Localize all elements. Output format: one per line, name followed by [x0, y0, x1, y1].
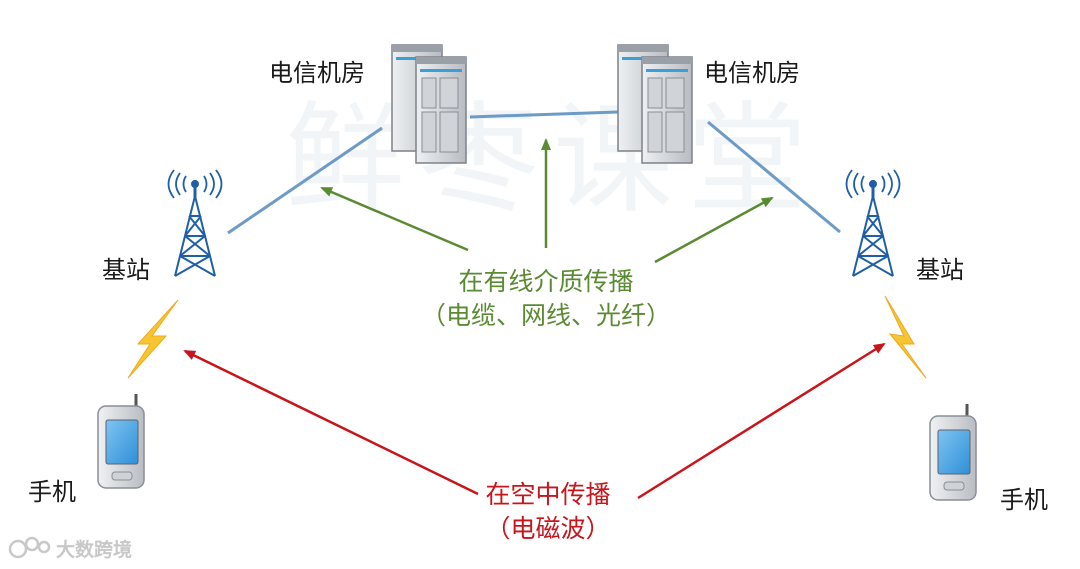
datacenter-left-label: 电信机房 — [269, 59, 365, 87]
lightning-left-icon — [127, 299, 179, 379]
logo-text: 大数跨境 — [56, 538, 133, 561]
wired-caption-line1: 在有线介质传播 — [458, 267, 634, 296]
phone-right-icon — [929, 404, 977, 501]
wired-caption-line2: （电缆、网线、光纤） — [420, 301, 671, 330]
phone-left-label: 手机 — [28, 478, 76, 506]
logo-mark-icon — [8, 536, 51, 559]
base-station-right-label: 基站 — [916, 256, 964, 284]
wired-arrows — [320, 138, 774, 264]
wireless-caption-line2: （电磁波） — [485, 514, 611, 543]
link-dc-right-to-tower-right — [707, 120, 841, 234]
datacenter-right-label: 电信机房 — [704, 59, 800, 87]
wired-arrow-left — [320, 186, 469, 252]
wireless-arrows — [183, 342, 886, 500]
datacenter-right-icon — [617, 44, 693, 164]
wireless-arrow-right — [637, 342, 886, 500]
phone-right-label: 手机 — [1000, 486, 1048, 514]
wireless-caption-line1: 在空中传播 — [485, 480, 611, 509]
wired-arrow-right — [654, 196, 774, 264]
link-dc-left-to-dc-right — [469, 110, 619, 119]
wireless-arrow-left — [183, 349, 479, 496]
base-station-left-icon — [167, 169, 223, 277]
link-tower-left-to-dc-left — [227, 126, 383, 235]
source-logo: 大数跨境 — [8, 534, 132, 562]
wired-links — [227, 110, 841, 235]
phone-left-icon — [97, 394, 145, 489]
base-station-right-icon — [845, 169, 901, 277]
base-station-left-label: 基站 — [102, 256, 150, 284]
lightning-right-icon — [884, 295, 927, 379]
datacenter-left-icon — [391, 44, 467, 164]
